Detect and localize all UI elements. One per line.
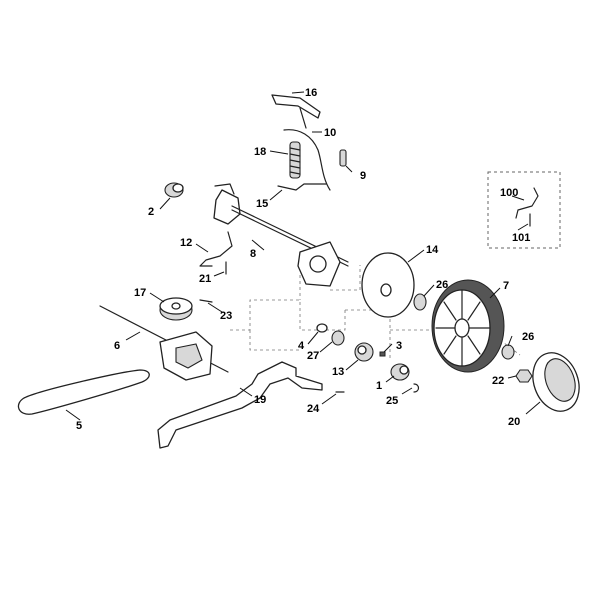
- callout-5: 5: [76, 420, 82, 432]
- callout-101: 101: [512, 232, 530, 244]
- callout-22: 22: [492, 375, 504, 387]
- part-2-bushing: [164, 182, 184, 198]
- callout-4: 4: [298, 340, 305, 352]
- part-15-wire-link: [277, 183, 327, 191]
- part-19-lever-frame: [157, 361, 323, 449]
- callout-100: 100: [500, 187, 518, 199]
- part-22-nut: [515, 369, 533, 383]
- part-26-washer-upper: [413, 293, 427, 311]
- callout-25: 25: [386, 395, 398, 407]
- callout-8: 8: [250, 248, 256, 260]
- callout-23: 23: [220, 310, 232, 322]
- part-4-washer: [316, 323, 328, 333]
- part-5-drive-belt: [17, 369, 150, 415]
- part-16-lever-bracket: [271, 94, 321, 129]
- part-25-clip: [413, 383, 420, 393]
- part-9-small-spring: [339, 149, 347, 167]
- part-17-pulley: [159, 297, 193, 321]
- part-26-washer-lower: [501, 344, 515, 360]
- part-23-pin: [199, 299, 213, 303]
- callout-15: 15: [256, 198, 268, 210]
- part-27-ring: [331, 330, 345, 346]
- part-6-drive-shaft-gearbox: [99, 305, 229, 381]
- callout-26-upper: 26: [436, 279, 448, 291]
- part-8-rear-axle: [213, 183, 349, 287]
- callout-14: 14: [426, 244, 439, 256]
- callout-10: 10: [324, 127, 336, 139]
- part-12-wire-clip: [199, 231, 233, 267]
- callout-27: 27: [307, 350, 319, 362]
- callout-12: 12: [180, 237, 192, 249]
- callout-21: 21: [199, 273, 211, 285]
- callout-labels: 16 10 18 9 15 2 8 12 21 14 26 7 100 101 …: [76, 87, 534, 432]
- callout-24: 24: [307, 403, 320, 415]
- callout-13: 13: [332, 366, 344, 378]
- part-18-spring: [289, 141, 301, 179]
- callout-3: 3: [396, 340, 402, 352]
- part-3-key: [379, 351, 386, 357]
- leader-lines: [65, 91, 541, 421]
- part-1-bushing: [390, 363, 410, 381]
- part-7-wheel: [431, 279, 505, 373]
- callout-26-lower: 26: [522, 331, 534, 343]
- part-10-rod: [283, 129, 331, 191]
- callout-1: 1: [376, 380, 382, 392]
- callout-7: 7: [503, 280, 509, 292]
- callout-20: 20: [508, 416, 520, 428]
- callout-6: 6: [114, 340, 120, 352]
- callout-16: 16: [305, 87, 317, 99]
- callout-2: 2: [148, 206, 154, 218]
- part-14-wheel-disc: [361, 252, 415, 318]
- callout-18: 18: [254, 146, 266, 158]
- part-20-hub-cap: [532, 352, 580, 412]
- part-13-bearing: [354, 342, 374, 362]
- callout-19: 19: [254, 394, 266, 406]
- inset-box: [487, 171, 561, 249]
- callout-17: 17: [134, 287, 146, 299]
- part-100-clip: [515, 187, 539, 219]
- callout-9: 9: [360, 170, 366, 182]
